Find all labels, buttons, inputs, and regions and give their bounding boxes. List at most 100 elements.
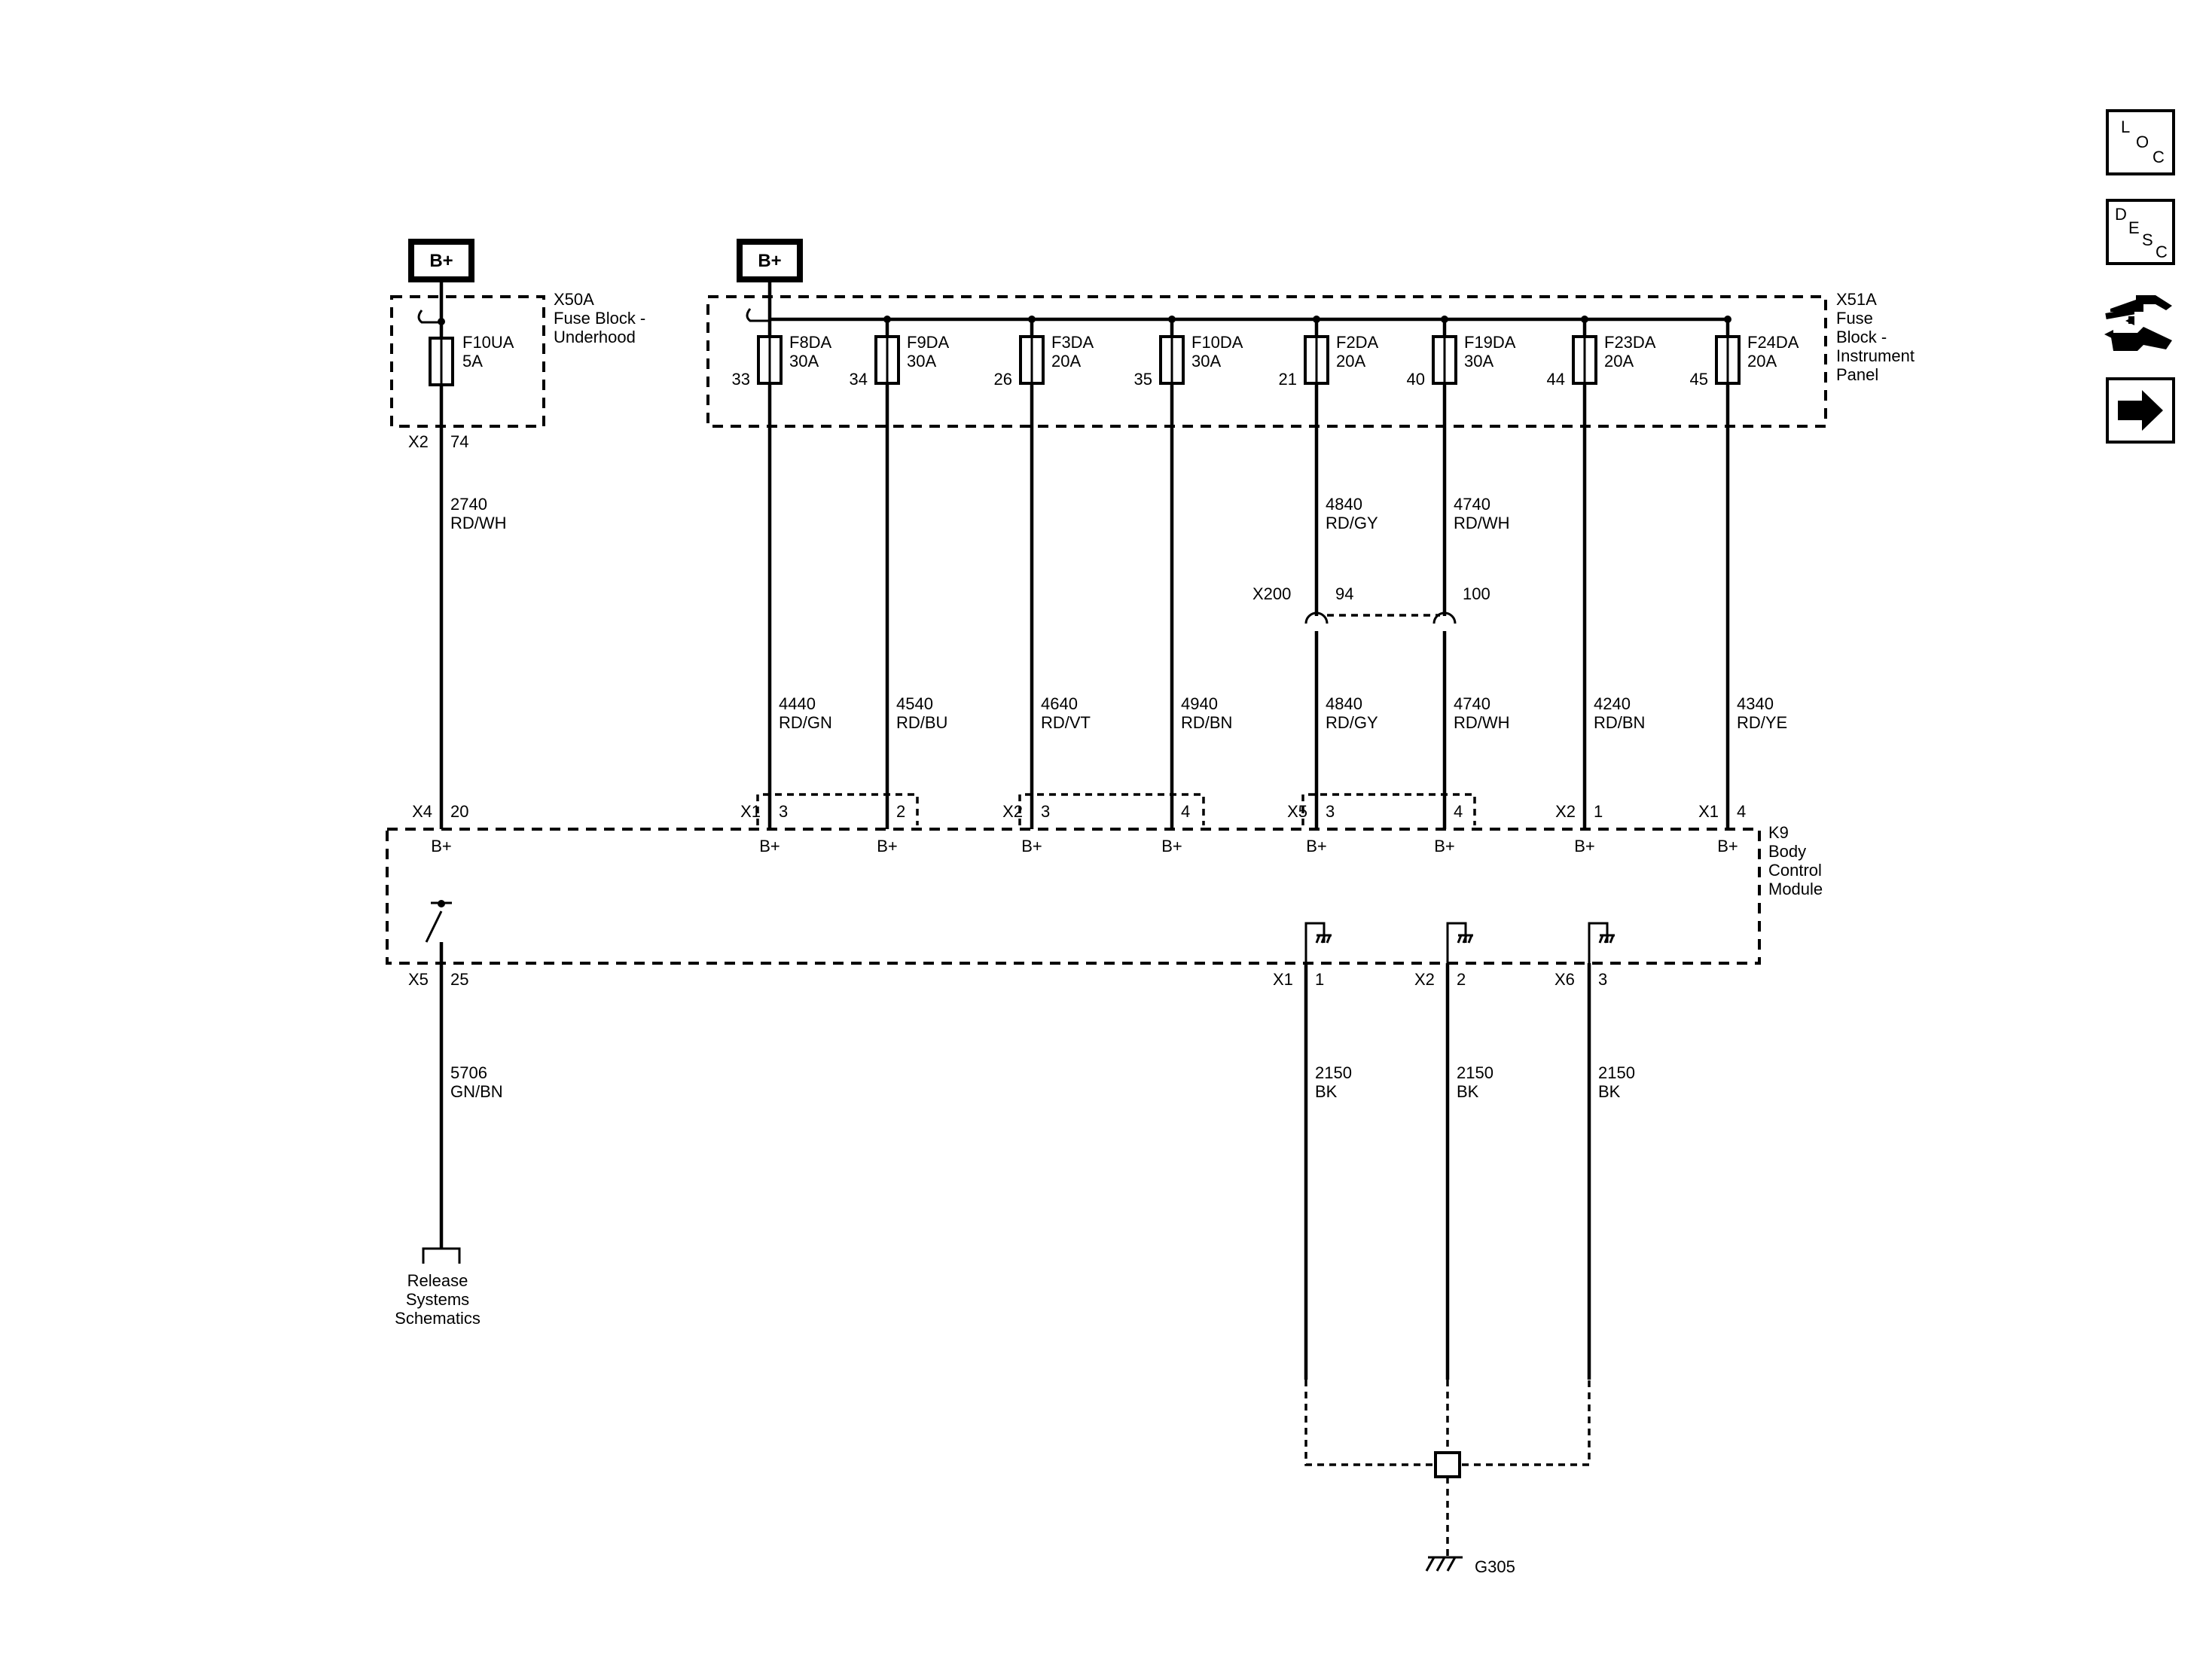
bcm-out-x2-conn: X2 xyxy=(1414,970,1435,989)
underhood-connector: X2 xyxy=(408,432,429,451)
fuse-rating: 30A xyxy=(1464,352,1493,371)
wire-4340-color: RD/YE xyxy=(1737,713,1787,732)
bcm-ground-icon xyxy=(1446,922,1473,963)
power-source-ip: B+ xyxy=(737,239,803,282)
wire-2740-circuit: 2740 xyxy=(450,495,487,514)
connector-group-x5 xyxy=(1301,793,1476,825)
wire-2150-circuit: 2150 xyxy=(1598,1063,1635,1082)
fuse-name: F2DA xyxy=(1336,333,1379,352)
ground-splice xyxy=(1434,1451,1461,1478)
bcm-name-2: Control xyxy=(1768,861,1822,880)
fuse-pin: 33 xyxy=(732,370,750,389)
wire-4640-circuit: 4640 xyxy=(1041,694,1078,713)
connector-group-x2 xyxy=(1018,793,1205,825)
bcm-out-x5-pin: 25 xyxy=(450,970,468,989)
release-link-line-2: Systems xyxy=(406,1290,469,1309)
fuse-pin: 40 xyxy=(1407,370,1425,389)
connector-end-view-icon[interactable] xyxy=(2104,295,2172,351)
wire-4240-color: RD/BN xyxy=(1594,713,1645,732)
wire-4940-circuit: 4940 xyxy=(1181,694,1218,713)
wire-5706-color: GN/BN xyxy=(450,1082,503,1101)
fuse-rating: 30A xyxy=(907,352,936,371)
fuse-rating: 20A xyxy=(1336,352,1365,371)
bcm-out-x5-conn: X5 xyxy=(408,970,429,989)
bcm-input-pin: 3 xyxy=(1041,802,1050,821)
bcm-ground-icon xyxy=(1588,922,1615,963)
wire-4340-circuit: 4340 xyxy=(1737,694,1774,713)
bcm-input-pin: 1 xyxy=(1594,802,1603,821)
bcm-pin-b-plus: B+ xyxy=(1434,837,1455,855)
fuse-block-ip-name-3: Instrument xyxy=(1836,346,1915,365)
bcm-input-pin: 4 xyxy=(1737,802,1746,821)
wire-4840-upper-color: RD/GY xyxy=(1326,514,1378,532)
desc-letter-2: E xyxy=(2128,218,2140,237)
loc-letter-3: C xyxy=(2153,148,2165,166)
fuse-block-ip-outline xyxy=(706,295,1827,428)
fuse-name: F9DA xyxy=(907,333,950,352)
bcm-input-pin: 4 xyxy=(1454,802,1463,821)
fuse-pin: 35 xyxy=(1134,370,1152,389)
bcm-pin-b-plus: B+ xyxy=(431,837,452,855)
fuse-name: F3DA xyxy=(1051,333,1094,352)
release-link-line-3: Schematics xyxy=(395,1309,481,1328)
next-page-arrow-icon[interactable] xyxy=(2106,377,2175,444)
desc-letter-1: D xyxy=(2115,205,2127,224)
fuse-name: F24DA xyxy=(1747,333,1799,352)
desc-letter-3: S xyxy=(2142,230,2153,249)
power-label: B+ xyxy=(758,251,781,271)
power-label: B+ xyxy=(429,251,453,271)
bcm-ground-icon xyxy=(1304,922,1332,963)
bcm-outline xyxy=(386,828,1761,965)
bcm-out-x2-pin: 2 xyxy=(1457,970,1466,989)
wire-2150-circuit: 2150 xyxy=(1457,1063,1493,1082)
wire-5706-circuit: 5706 xyxy=(450,1063,487,1082)
fuse-pin: 21 xyxy=(1279,370,1297,389)
location-button[interactable]: L O C xyxy=(2106,109,2175,175)
wire-2150-color: BK xyxy=(1315,1082,1338,1101)
bcm-input-connector: X1 xyxy=(1698,802,1719,821)
bcm-name-3: Module xyxy=(1768,880,1823,898)
release-systems-link[interactable]: Release Systems Schematics xyxy=(395,1271,481,1328)
fuse-block-underhood-id: X50A xyxy=(554,290,594,309)
wire-4840-circuit: 4840 xyxy=(1326,694,1362,713)
bcm-pin-b-plus: B+ xyxy=(1021,837,1042,855)
bcm-input-pin: 4 xyxy=(1181,802,1190,821)
fuse-block-ip-name-1: Fuse xyxy=(1836,309,1873,328)
release-switch xyxy=(425,900,452,963)
bcm-input-connector: X4 xyxy=(412,802,432,821)
wire-4440-circuit: 4440 xyxy=(779,694,816,713)
wire-4840-upper-circuit: 4840 xyxy=(1326,495,1362,514)
bcm-out-x1-conn: X1 xyxy=(1273,970,1293,989)
inline-connector-x200 xyxy=(1304,425,1457,829)
bcm-out-x6-conn: X6 xyxy=(1555,970,1575,989)
loc-letter-1: L xyxy=(2121,117,2130,136)
fuse-name: F8DA xyxy=(789,333,832,352)
fuse-block-underhood-outline xyxy=(390,295,545,428)
fuse-pin: 44 xyxy=(1547,370,1565,389)
bcm-input-connector: X2 xyxy=(1555,802,1576,821)
ground-splice-dashed xyxy=(1304,1380,1591,1466)
release-link-line-1: Release xyxy=(407,1271,468,1290)
wire-2150-color: BK xyxy=(1457,1082,1479,1101)
bcm-input-connector: X2 xyxy=(1002,802,1023,821)
wire-4440-color: RD/GN xyxy=(779,713,832,732)
wire-4740-circuit: 4740 xyxy=(1454,694,1490,713)
fuse-block-ip-name-4: Panel xyxy=(1836,365,1878,384)
bcm-pin-b-plus: B+ xyxy=(877,837,898,855)
wire-4740-upper-color: RD/WH xyxy=(1454,514,1510,532)
description-button[interactable]: D E S C xyxy=(2106,199,2175,265)
wire-2740-color: RD/WH xyxy=(450,514,507,532)
bcm-pin-b-plus: B+ xyxy=(1306,837,1327,855)
loc-letter-2: O xyxy=(2136,133,2149,151)
fuse-f10ua-rating: 5A xyxy=(462,352,483,371)
ground-g305-label: G305 xyxy=(1475,1557,1515,1576)
bcm-pin-b-plus: B+ xyxy=(1574,837,1595,855)
wire-4740-color: RD/WH xyxy=(1454,713,1510,732)
bcm-input-pin: 2 xyxy=(896,802,905,821)
